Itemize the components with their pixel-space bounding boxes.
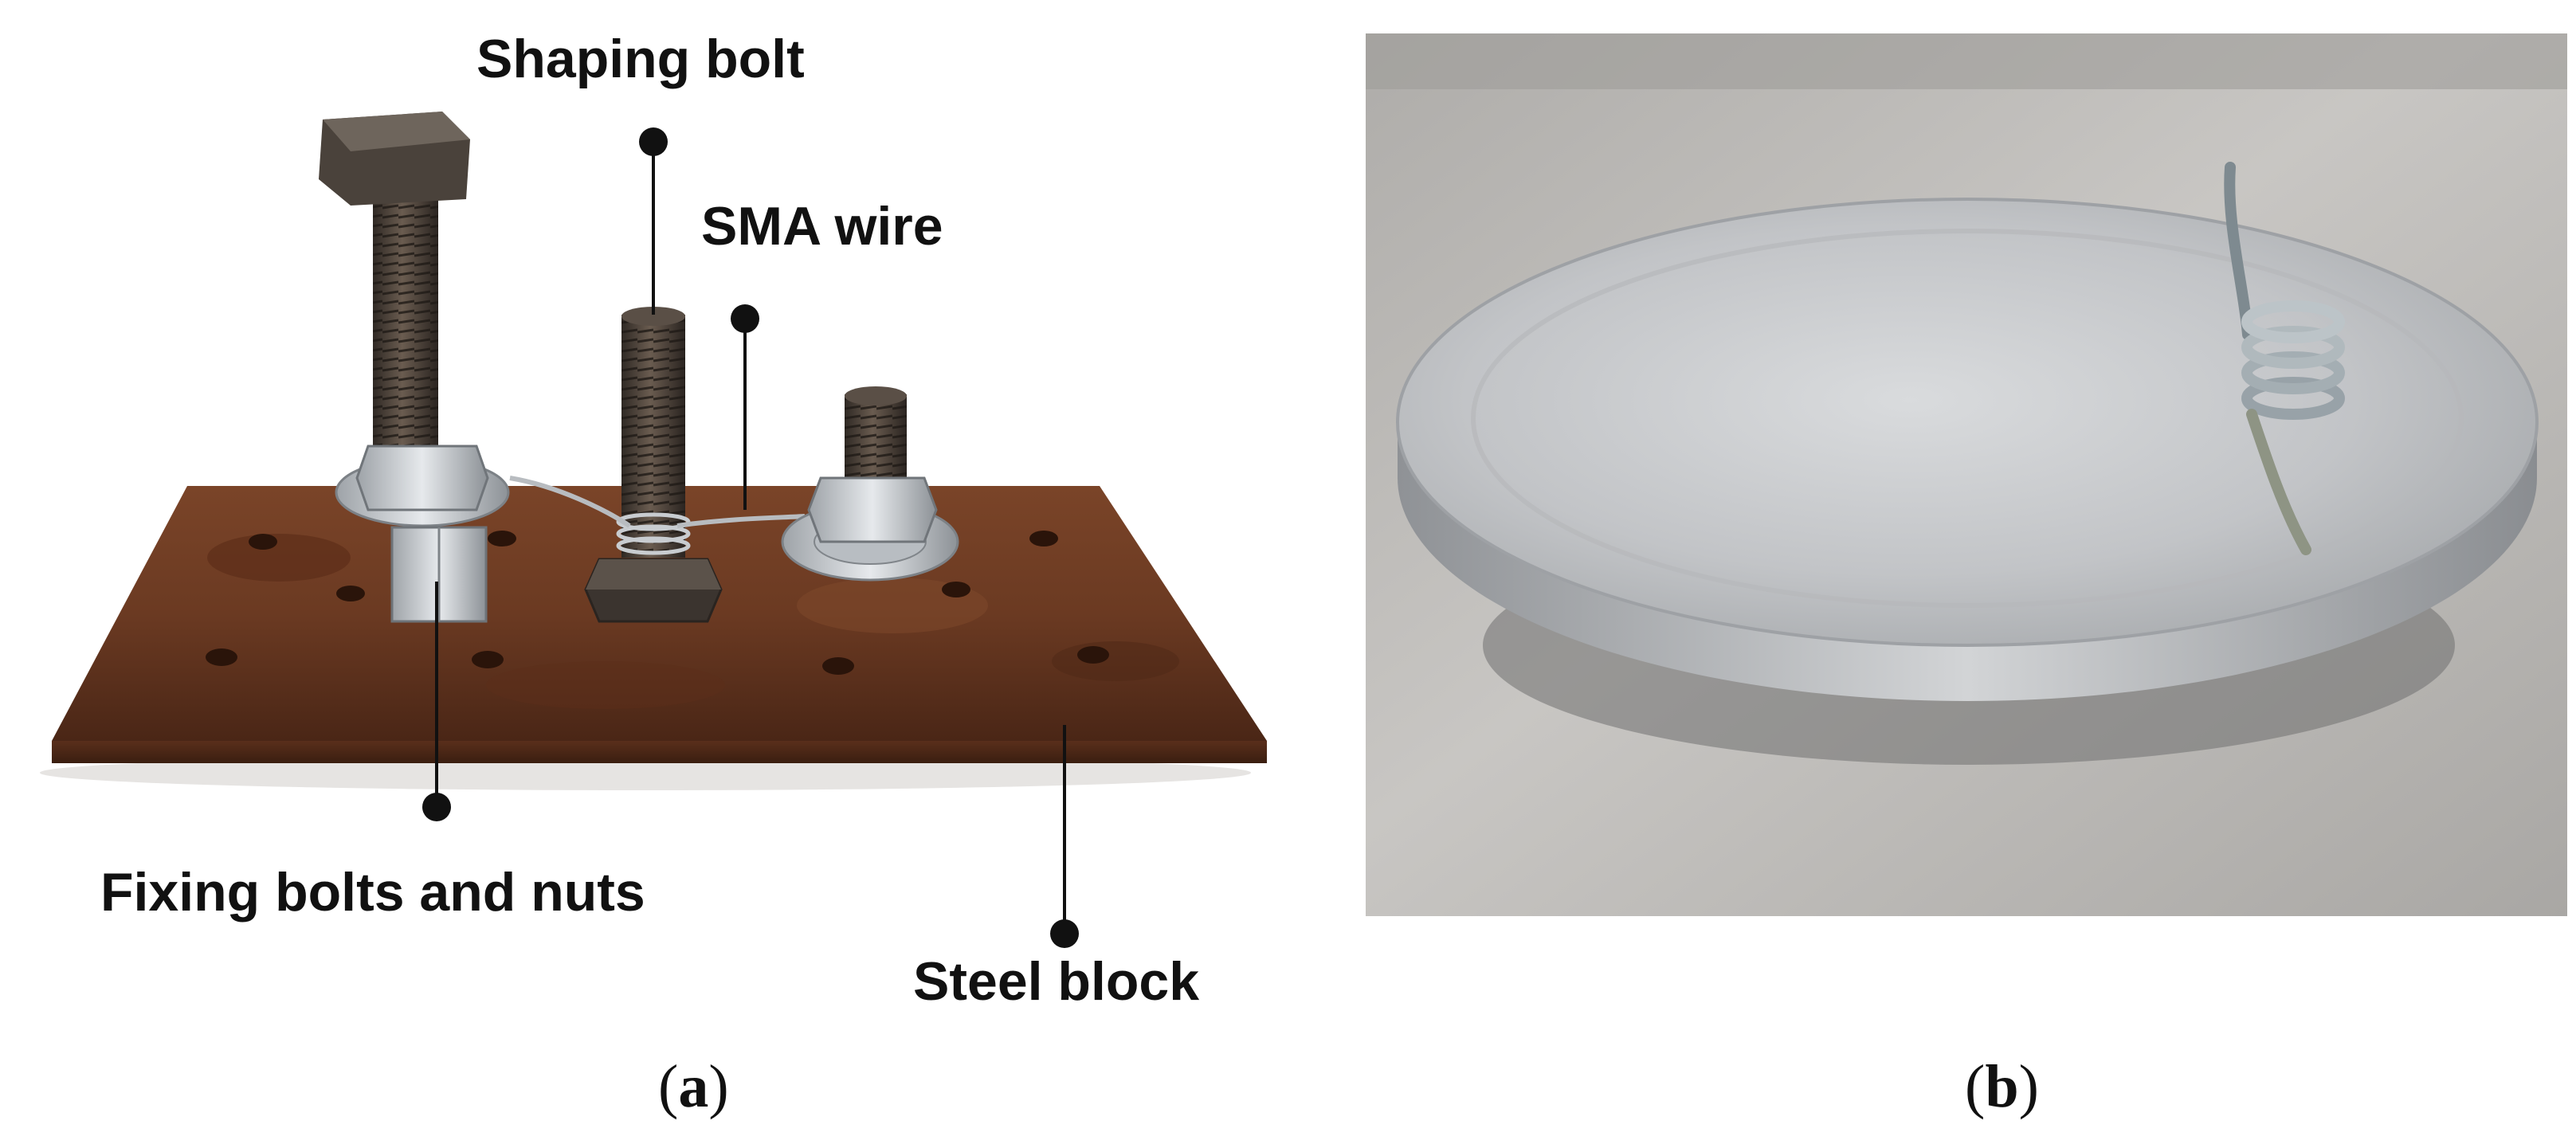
sma-wire (509, 476, 806, 528)
round-plate-top (1396, 198, 2539, 647)
caption-a-close: ) (708, 1053, 729, 1120)
shaping-bolt (584, 307, 723, 623)
caption-b: (b) (1965, 1056, 2039, 1117)
caption-b-open: ( (1965, 1053, 1986, 1120)
plate-shadow (40, 755, 1251, 790)
short-bolt (781, 386, 959, 582)
fixing-bolt-hardware (335, 445, 510, 623)
panel-a: Shaping bolt SMA wire Fixing bolts and n… (40, 29, 1267, 1117)
caption-b-close: ) (2018, 1053, 2039, 1120)
label-fixing-bolts-and-nuts: Fixing bolts and nuts (100, 862, 645, 923)
caption-a: (a) (658, 1056, 729, 1117)
callout-lines (422, 127, 1079, 948)
tall-bolt (319, 112, 470, 454)
label-shaping-bolt: Shaping bolt (476, 29, 805, 89)
panel-b-photo (1366, 33, 2567, 916)
panel-a-photo (40, 112, 1267, 948)
caption-b-letter: b (1985, 1053, 2019, 1120)
label-steel-block: Steel block (913, 951, 1200, 1012)
label-sma-wire: SMA wire (701, 196, 943, 257)
panel-b: (b) (1288, 0, 2576, 1140)
sma-coil (2224, 162, 2345, 555)
plate-holes (206, 531, 1109, 675)
caption-a-letter: a (678, 1053, 709, 1120)
caption-a-open: ( (658, 1053, 679, 1120)
